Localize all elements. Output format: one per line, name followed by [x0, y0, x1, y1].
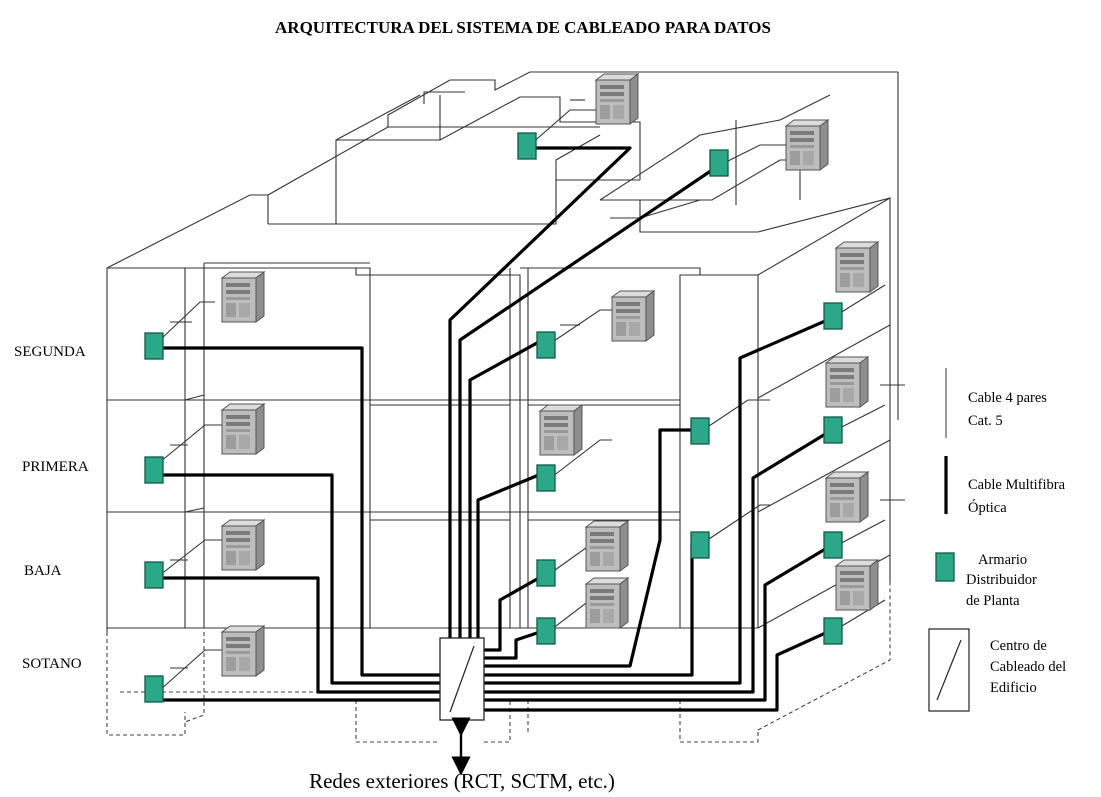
legend-center-line2: Cableado del	[990, 659, 1066, 675]
fiber-cables	[163, 146, 833, 712]
floor-label-primera: PRIMERA	[22, 459, 89, 475]
closet-legend-icon	[935, 552, 955, 582]
diagram-title: ARQUITECTURA DEL SISTEMA DE CABLEADO PAR…	[275, 18, 771, 37]
legend-closet-line3: de Planta	[966, 593, 1020, 609]
external-networks-label: Redes exteriores (RCT, SCTM, etc.)	[309, 769, 615, 793]
legend-closet-line1: Armario	[978, 552, 1027, 568]
floor-label-segunda: SEGUNDA	[14, 344, 86, 360]
legend-cat5-line2: Cat. 5	[968, 413, 1003, 429]
legend-cat5-line1: Cable 4 pares	[968, 390, 1047, 406]
legend-center-line3: Edificio	[990, 680, 1037, 696]
floor-label-sotano: SOTANO	[22, 656, 82, 672]
legend-center-line1: Centro de	[990, 638, 1047, 654]
legend: Cable 4 pares Cat. 5 Cable Multifibra Óp…	[928, 368, 1066, 712]
slashed-rectangle-icon	[439, 637, 485, 721]
legend-fiber-line2: Óptica	[968, 499, 1007, 516]
legend-closet-line2: Distribuidor	[966, 572, 1037, 588]
legend-fiber-line1: Cable Multifibra	[968, 477, 1066, 493]
floor-label-baja: BAJA	[24, 563, 62, 579]
